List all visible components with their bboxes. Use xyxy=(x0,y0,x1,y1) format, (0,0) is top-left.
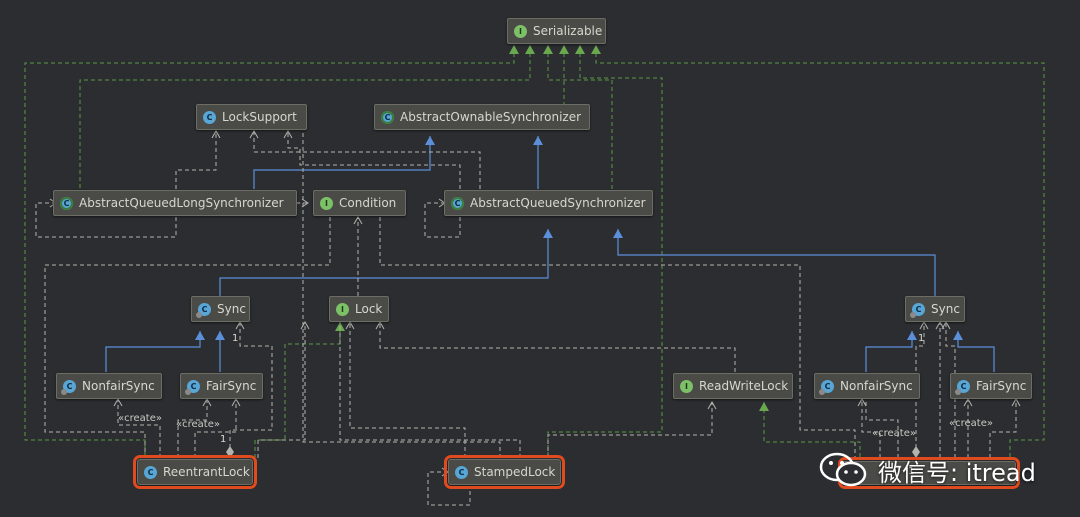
interface-icon: I xyxy=(514,24,527,38)
node-condition[interactable]: I Condition xyxy=(313,190,406,216)
node-fairsync-left-label: FairSync xyxy=(206,379,257,393)
node-abstract-ownable-synchronizer[interactable]: C AbstractOwnableSynchronizer xyxy=(374,104,590,130)
node-stampedlock-label: StampedLock xyxy=(474,465,556,479)
wechat-watermark: 微信号: itread xyxy=(818,450,1036,490)
class-icon: C xyxy=(144,465,157,479)
create-label: «create» xyxy=(872,428,916,439)
node-sync-left-label: Sync xyxy=(217,302,246,316)
serializable-arrowheads xyxy=(335,45,769,411)
inner-class-icon: C xyxy=(910,302,925,318)
multiplicity-label: 1 xyxy=(232,333,239,344)
abstract-class-icon: C xyxy=(381,110,394,124)
interface-icon: I xyxy=(680,379,693,393)
interface-icon: I xyxy=(320,196,333,210)
inner-class-icon: C xyxy=(196,302,211,318)
inner-class-icon: C xyxy=(955,379,970,395)
node-fairsync-right-label: FairSync xyxy=(976,379,1027,393)
class-icon: C xyxy=(203,110,216,124)
serializable-links xyxy=(24,46,1045,458)
interface-icon: I xyxy=(336,302,349,316)
create-label: «create» xyxy=(118,413,162,424)
create-label: «create» xyxy=(176,419,220,430)
node-readwritelock-label: ReadWriteLock xyxy=(699,379,789,393)
node-nonfairsync-right[interactable]: C NonfairSync xyxy=(814,373,920,399)
inheritance-links xyxy=(105,136,995,372)
dependency-arrowheads xyxy=(49,129,1021,477)
class-icon: C xyxy=(455,465,468,479)
node-lock-label: Lock xyxy=(355,302,383,316)
inner-class-icon: C xyxy=(61,379,76,395)
node-locksupport[interactable]: C LockSupport xyxy=(196,104,307,130)
watermark-text: 微信号: itread xyxy=(878,458,1036,487)
multiplicity-label: 1 xyxy=(220,434,227,445)
abstract-class-icon: C xyxy=(60,196,73,210)
inheritance-arrowheads xyxy=(195,136,963,340)
node-abstract-queued-synchronizer[interactable]: C AbstractQueuedSynchronizer xyxy=(444,190,653,216)
node-reentrantlock[interactable]: C ReentrantLock xyxy=(133,455,257,489)
composition-diamonds xyxy=(226,446,920,458)
inner-class-icon: C xyxy=(185,379,200,395)
inner-class-icon: C xyxy=(819,379,834,395)
multiplicity-label: 1 xyxy=(918,333,925,344)
create-label: «create» xyxy=(949,418,993,429)
wechat-icon xyxy=(818,450,870,490)
node-serializable-label: Serializable xyxy=(533,24,603,38)
node-sync-right[interactable]: C Sync xyxy=(905,296,965,322)
node-locksupport-label: LockSupport xyxy=(222,110,297,124)
node-lock[interactable]: I Lock xyxy=(329,296,389,322)
node-aos-label: AbstractOwnableSynchronizer xyxy=(400,110,582,124)
node-serializable[interactable]: I Serializable xyxy=(507,18,606,44)
node-fairsync-right[interactable]: C FairSync xyxy=(950,373,1032,399)
abstract-class-icon: C xyxy=(451,196,464,210)
multiplicity-label: 1 xyxy=(908,466,915,477)
node-sync-right-label: Sync xyxy=(931,302,960,316)
dependency-links xyxy=(35,131,1017,506)
node-abstract-queued-long-synchronizer[interactable]: C AbstractQueuedLongSynchronizer xyxy=(53,190,297,216)
node-nonfairsync-left[interactable]: C NonfairSync xyxy=(56,373,162,399)
node-fairsync-left[interactable]: C FairSync xyxy=(180,373,263,399)
node-sync-left[interactable]: C Sync xyxy=(191,296,250,322)
node-nonfairsync-left-label: NonfairSync xyxy=(82,379,155,393)
node-stampedlock[interactable]: C StampedLock xyxy=(444,455,565,489)
node-reentrant-readwrite-lock[interactable] xyxy=(838,457,1020,489)
node-aqs-label: AbstractQueuedSynchronizer xyxy=(470,196,646,210)
node-condition-label: Condition xyxy=(339,196,397,210)
node-reentrantlock-label: ReentrantLock xyxy=(163,465,250,479)
node-nonfairsync-right-label: NonfairSync xyxy=(840,379,913,393)
node-aqls-label: AbstractQueuedLongSynchronizer xyxy=(79,196,284,210)
node-readwritelock[interactable]: I ReadWriteLock xyxy=(673,373,793,399)
